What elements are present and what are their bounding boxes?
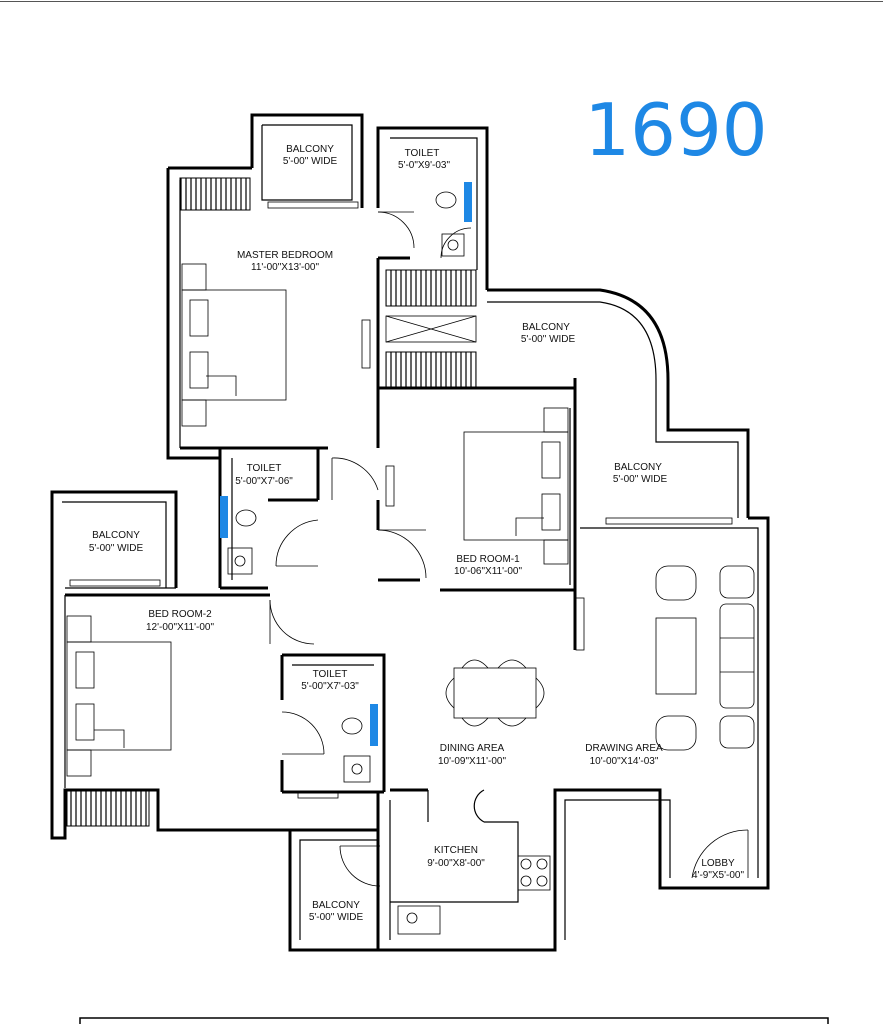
interior-walls: [65, 256, 577, 950]
room-size: 5'-00" WIDE: [283, 156, 338, 167]
room-name: BALCONY: [312, 900, 360, 911]
hatched-walls: [66, 177, 477, 827]
room-size: 5'-0"X9'-03": [398, 160, 451, 171]
room-name: TOILET: [405, 148, 440, 159]
bottom-frame: [79, 1017, 829, 1024]
room-size: 10'-00"X14'-03": [590, 756, 659, 767]
room-size: 12'-00"X11'-00": [146, 622, 214, 633]
room-size: 5'-00" WIDE: [521, 334, 576, 345]
windows: [69, 201, 733, 799]
room-name: BED ROOM-2: [148, 609, 212, 620]
kitchen-hob: [517, 855, 551, 891]
room-name: BALCONY: [286, 144, 334, 155]
room-name: MASTER BEDROOM: [237, 250, 333, 261]
kitchen-sink: [397, 905, 441, 935]
doors: [269, 211, 749, 887]
outer-walls: [50, 113, 770, 952]
room-name: BALCONY: [614, 462, 662, 473]
room-name: KITCHEN: [434, 845, 478, 856]
room-name: TOILET: [247, 463, 282, 474]
area-number: 1690: [584, 88, 767, 172]
room-size: 9'-00"X8'-00": [427, 858, 485, 869]
room-name: TOILET: [313, 669, 348, 680]
room-name: LOBBY: [701, 858, 735, 869]
room-size: 5'-00"X7'-06": [235, 476, 293, 487]
room-size: 10'-09"X11'-00": [438, 756, 506, 767]
room-labels: BALCONY 5'-00" WIDE TOILET 5'-0"X9'-03" …: [89, 144, 745, 923]
room-name: DRAWING AREA: [585, 743, 663, 754]
sofa-set: [655, 565, 755, 751]
room-name: DINING AREA: [440, 743, 505, 754]
furniture: [66, 182, 755, 935]
room-size: 5'-00"X7'-03": [301, 681, 359, 692]
dining-table: [445, 659, 545, 727]
room-size: 4'-9"X5'-00": [692, 870, 745, 881]
toilet-low-fixtures: [341, 704, 378, 783]
room-name: BED ROOM-1: [456, 554, 520, 565]
room-size: 5'-00" WIDE: [309, 912, 364, 923]
bedroom-2-bed: [66, 615, 172, 777]
room-size: 10'-06"X11'-00": [454, 566, 522, 577]
master-bed: [181, 263, 287, 427]
room-name: BALCONY: [92, 530, 140, 541]
bedroom-1-bed: [463, 407, 569, 565]
room-size: 5'-00" WIDE: [613, 474, 668, 485]
room-name: BALCONY: [522, 322, 570, 333]
toilet-top-fixtures: [435, 182, 472, 257]
room-size: 5'-00" WIDE: [89, 543, 144, 554]
room-size: 11'-00"X13'-00": [251, 262, 319, 273]
toilet-mid-fixtures: [220, 496, 257, 575]
